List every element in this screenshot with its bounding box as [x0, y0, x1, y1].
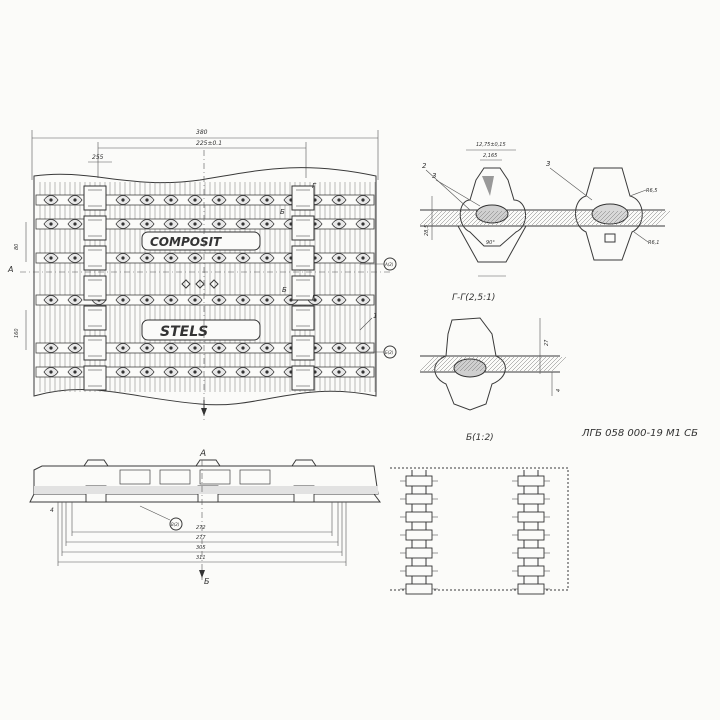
cut-label-b-bottom: Б — [282, 286, 287, 294]
gg-label-2: 2 — [422, 162, 427, 170]
side-dim-305: 305 — [196, 545, 206, 551]
side-dim-311: 311 — [196, 555, 206, 561]
detail-b: 27 4 Б(1:2) — [419, 317, 567, 443]
detail-b-dim-height: 27 — [544, 339, 550, 346]
track-plan-view: 380 225±0.1 255 COMPOSIT STELS — [7, 129, 397, 459]
dim-overall-width: 380 — [196, 129, 208, 136]
side-label-b: Б — [204, 577, 210, 586]
side-view: 272 277 305 311 4 Б В(2) — [29, 459, 381, 586]
balloon-b: Б(2) — [385, 350, 394, 355]
dim-pitch: 255 — [92, 154, 104, 161]
gg-dim-r2: R6,1 — [648, 240, 659, 246]
brand-composit: COMPOSIT — [150, 235, 222, 249]
dim-left-2: 160 — [14, 328, 20, 338]
section-g-g: 12,75±0,15 2,165 2 3 3 90° R6,5 R6,1 28,… — [419, 142, 671, 303]
gg-dim-top: 12,75±0,15 — [476, 142, 506, 148]
gg-dim-side: 28,5 — [424, 225, 430, 236]
gg-angle: 90° — [486, 240, 495, 246]
brand-stels: STELS — [160, 324, 208, 340]
composit-plate: COMPOSIT — [141, 231, 261, 251]
side-dim-h: 4 — [50, 507, 54, 514]
gg-label-3b: 3 — [546, 160, 550, 168]
document-code: ЛГБ 058 000-19 М1 СБ — [581, 428, 698, 439]
dim-inner-width: 225±0.1 — [196, 140, 222, 147]
dim-left-1: 80 — [14, 244, 20, 250]
side-dim-272: 272 — [196, 525, 206, 531]
gg-dim-top2: 2,165 — [483, 153, 497, 159]
balloon-c: В(2) — [171, 522, 180, 527]
stels-plate: STELS — [141, 319, 261, 341]
gg-title: Г-Г(2,5:1) — [452, 293, 495, 303]
side-dim-277: 277 — [196, 535, 206, 541]
balloon-a: А(2) — [384, 262, 394, 267]
cut-label-g-top: Г — [312, 182, 317, 190]
view-a-guides — [390, 467, 569, 595]
gg-dim-r: R6,5 — [646, 188, 657, 194]
detail-b-title: Б(1:2) — [466, 433, 494, 443]
cut-label-b-top: Б — [280, 208, 285, 216]
callout-1: 1 — [373, 312, 377, 320]
view-label-a: А — [199, 449, 206, 459]
view-label-a-left: А — [7, 265, 13, 274]
detail-b-dim-small: 4 — [556, 389, 562, 392]
cut-label-g-bottom: Г — [312, 294, 317, 302]
gg-label-3: 3 — [432, 172, 436, 180]
